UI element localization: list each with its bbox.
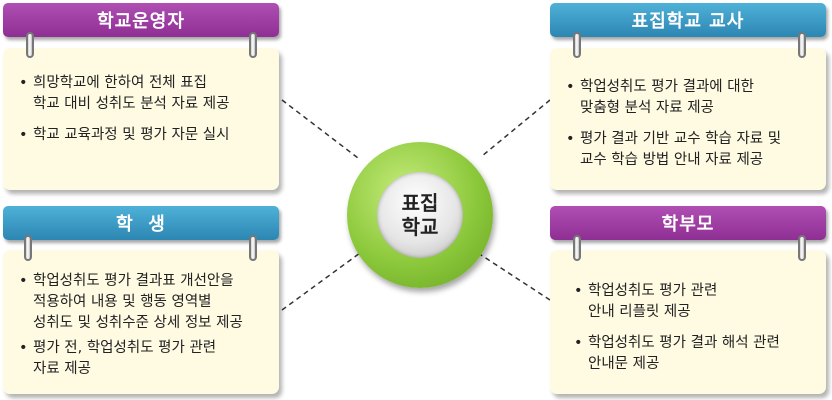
binder-ring [573,235,581,261]
connector-bottom-right [477,252,551,301]
card-title: 학부모 [550,206,826,240]
list-item: 학교 교육과정 및 평가 자문 실시 [17,125,273,146]
center-label-line1: 표집 [401,191,439,215]
card-title: 표집학교 교사 [550,3,826,37]
connector-top-left [281,99,359,159]
binder-ring [798,235,806,261]
binder-ring [573,32,581,58]
card-title: 학 생 [3,206,279,240]
binder-ring [798,32,806,58]
binder-ring [249,235,257,261]
binder-ring [249,32,257,58]
center-label-line2: 학교 [401,215,439,239]
list-item: 희망학교에 한하여 전체 표집학교 대비 성취도 분석 자료 제공 [17,73,273,115]
list-item: 평가 결과 기반 교수 학습 자료 및교수 학습 방법 안내 자료 제공 [564,129,822,171]
card-school-administrator: 학교운영자 희망학교에 한하여 전체 표집학교 대비 성취도 분석 자료 제공 … [3,3,281,193]
card-items: 희망학교에 한하여 전체 표집학교 대비 성취도 분석 자료 제공 학교 교육과… [17,73,273,156]
card-title: 학교운영자 [3,3,279,37]
center-sample-school-circle: 표집 학교 [347,142,493,288]
connector-bottom-left [281,252,361,311]
binder-ring [26,32,34,58]
connector-top-right [481,99,551,157]
card-body [3,48,279,190]
binder-ring [24,235,32,261]
center-label: 표집 학교 [377,172,463,258]
